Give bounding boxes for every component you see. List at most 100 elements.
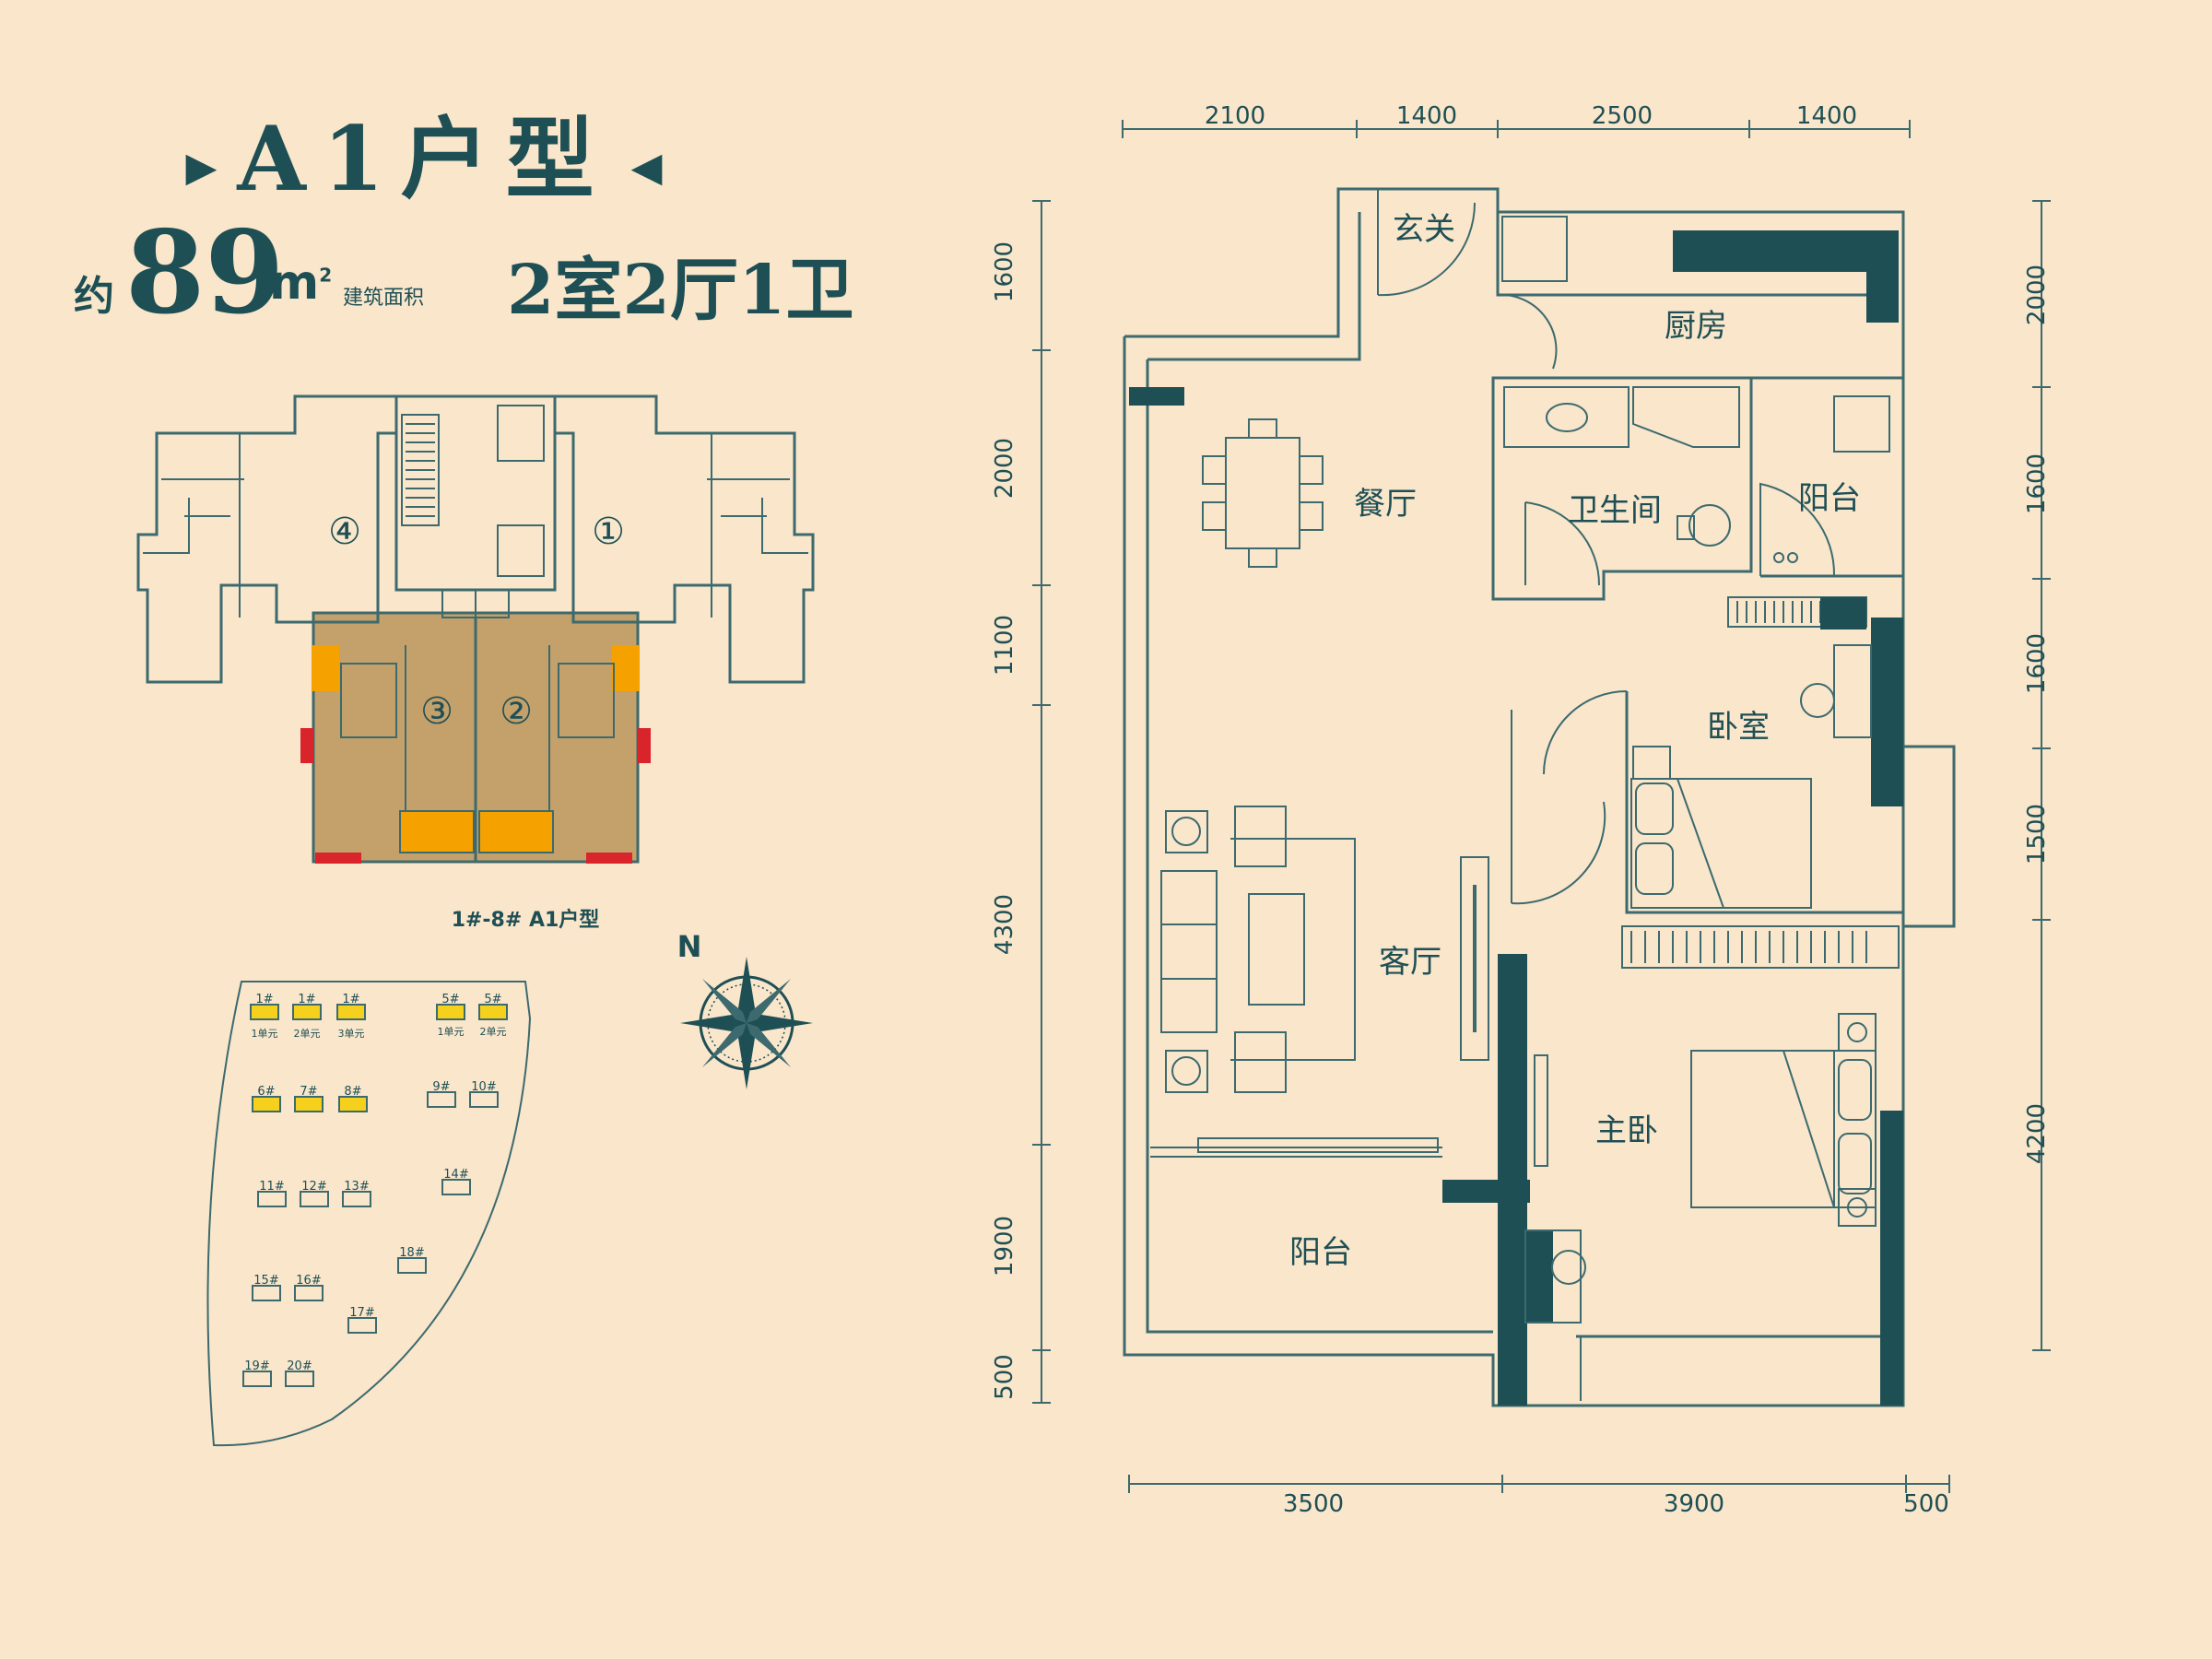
unit-number-4: ④ (328, 511, 361, 553)
site-building (336, 1004, 366, 1020)
room-labels: 玄关 厨房 餐厅 卫生间 阳台 卧室 客厅 主卧 阳台 (1289, 211, 1861, 1271)
site-unit-label: 2单元 (294, 1028, 321, 1040)
area-unit: m2 (269, 255, 333, 311)
unit-number-3: ③ (420, 690, 453, 733)
site-building (292, 1004, 322, 1020)
main-floor-plan (1123, 187, 1956, 1407)
red-mark (300, 728, 313, 763)
dining-table (1225, 437, 1300, 549)
area-label: 建筑面积 (343, 287, 425, 310)
compass-rose: N (677, 929, 813, 1089)
site-building (338, 1096, 368, 1112)
title-marker-right: ◀ (630, 143, 663, 191)
site-building-label: 7# (300, 1085, 317, 1099)
site-building-label: 14# (443, 1168, 468, 1182)
red-mark (315, 853, 361, 864)
dimension-lines (1032, 120, 2051, 1493)
dim-right-2: 1600 (2023, 453, 2051, 514)
site-building (347, 1317, 377, 1334)
core (394, 394, 557, 592)
site-building-label: 12# (301, 1180, 326, 1194)
area-prefix: 约 (74, 273, 114, 320)
site-building-label: 1# (342, 993, 359, 1006)
site-unit-label: 1单元 (252, 1028, 278, 1040)
site-unit-label: 3单元 (338, 1028, 365, 1040)
unit-number-1: ① (592, 511, 625, 553)
kitchen-wall (1673, 230, 1899, 272)
site-building (397, 1257, 427, 1274)
north-label: N (677, 929, 702, 964)
bedroom-bed (1630, 778, 1812, 909)
dimension-labels: 2100 1400 2500 1400 3500 3900 500 1600 2… (991, 102, 2051, 1518)
balcony-mark (612, 645, 640, 691)
dim-left-2: 2000 (991, 438, 1018, 499)
building-plan-caption: 1#-8# A1户型 (451, 909, 600, 932)
unit-type-name: A1户型 (237, 107, 611, 211)
site-building-label: 19# (244, 1359, 269, 1373)
site-building-label: 16# (296, 1274, 321, 1288)
room-label-bathroom: 卫生间 (1568, 492, 1662, 529)
site-building-label: 20# (287, 1359, 312, 1373)
dim-top-1: 2100 (1205, 102, 1265, 130)
dim-top-4: 1400 (1796, 102, 1857, 130)
site-building (478, 1004, 508, 1020)
site-building (294, 1285, 324, 1301)
site-building-label: 1# (298, 993, 315, 1006)
site-building-label: 15# (253, 1274, 278, 1288)
site-building-label: 17# (349, 1306, 374, 1320)
site-building (342, 1191, 371, 1207)
site-building (252, 1096, 281, 1112)
room-label-living: 客厅 (1379, 944, 1441, 981)
site-building (250, 1004, 279, 1020)
dim-bottom-3: 500 (1903, 1490, 1949, 1518)
building-key-plan: ① ② ③ ④ (136, 394, 815, 864)
dim-left-6: 500 (991, 1354, 1018, 1400)
dim-bottom-1: 3500 (1283, 1490, 1344, 1518)
area-value: 89 (125, 206, 285, 340)
site-unit-label: 2单元 (480, 1026, 507, 1038)
site-building (252, 1285, 281, 1301)
dim-right-3: 1600 (2023, 633, 2051, 694)
dim-left-5: 1900 (991, 1216, 1018, 1277)
dim-top-2: 1400 (1396, 102, 1457, 130)
dim-left-1: 1600 (991, 241, 1018, 302)
dim-left-4: 4300 (991, 894, 1018, 955)
site-building (469, 1091, 499, 1108)
master-bed (1690, 1050, 1877, 1208)
unit-type-title: ▶A1户型◀ (74, 88, 774, 216)
room-label-entrance: 玄关 (1393, 211, 1455, 248)
site-unit-label: 1单元 (438, 1026, 465, 1038)
site-building (436, 1004, 465, 1020)
north-arrow-icon (737, 957, 756, 1023)
rooms-summary: 2室2厅1卫 (507, 251, 854, 330)
balcony-mark (478, 810, 554, 853)
dim-right-4: 1500 (2023, 804, 2051, 865)
dim-left-3: 1100 (991, 615, 1018, 676)
site-building (294, 1096, 324, 1112)
site-building-label: 5# (484, 993, 501, 1006)
site-building (427, 1091, 456, 1108)
site-building-label: 10# (471, 1080, 496, 1094)
site-building-label: 5# (441, 993, 459, 1006)
unit-number-2: ② (500, 690, 533, 733)
room-label-balcony-large: 阳台 (1289, 1234, 1352, 1271)
dim-right-5: 4200 (2023, 1103, 2051, 1164)
site-building-label: 18# (399, 1246, 424, 1260)
site-buildings: 1#1#1#5#5#6#7#8#9#10#11#12#13#14#15#16#1… (242, 993, 508, 1387)
site-building (285, 1371, 314, 1387)
room-label-master-bedroom: 主卧 (1595, 1112, 1658, 1149)
red-mark (586, 853, 632, 864)
title-block: ▶A1户型◀ 约 89 m2 建筑面积 2室2厅1卫 (74, 88, 853, 346)
dim-bottom-2: 3900 (1664, 1490, 1724, 1518)
dim-right-1: 2000 (2023, 265, 2051, 325)
site-building (300, 1191, 329, 1207)
tv-cabinet (1460, 856, 1489, 1061)
site-building (242, 1371, 272, 1387)
room-label-balcony-small: 阳台 (1798, 480, 1861, 517)
site-building-label: 8# (344, 1085, 361, 1099)
room-label-bedroom: 卧室 (1707, 709, 1770, 746)
site-building-label: 6# (257, 1085, 275, 1099)
room-label-dining: 餐厅 (1354, 486, 1417, 523)
